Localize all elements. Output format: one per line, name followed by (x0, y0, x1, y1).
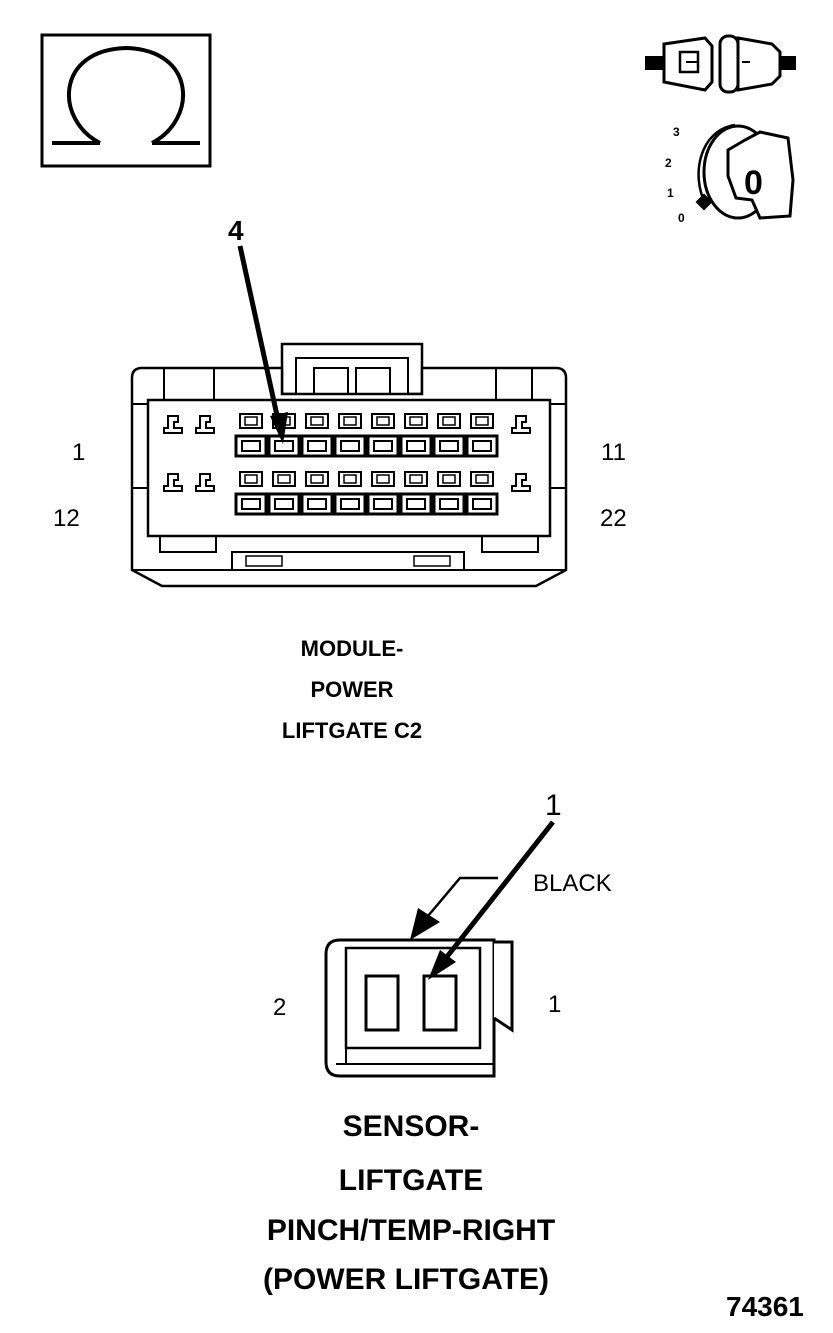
sensor-title-line-2: LIFTGATE (339, 1164, 483, 1197)
module-terminal-clip-r1-a (163, 415, 183, 434)
module-row-top-start-label: 1 (72, 439, 85, 466)
module-terminal-clip-r1-b (195, 415, 215, 434)
sensor-title-line-3: PINCH/TEMP-RIGHT (267, 1214, 555, 1247)
module-pin-cavity-r2-6 (399, 471, 433, 516)
module-callout-pin-label: 4 (228, 215, 244, 246)
ignition-key-label: 0 (744, 164, 763, 202)
sensor-pin-left-label: 2 (273, 994, 286, 1021)
sensor-pin-1-cavity (422, 974, 458, 1032)
module-pin-cavity-r2-3 (300, 471, 334, 516)
module-terminal-clip-r2-b (195, 473, 215, 492)
module-row-bottom-end-label: 22 (600, 505, 627, 532)
sensor-pin-right-label: 1 (548, 991, 561, 1018)
callout-arrow-pin-4 (237, 245, 288, 444)
module-title-line-1: MODULE- (301, 636, 404, 661)
module-terminal-clip-r2-a (163, 473, 183, 492)
module-terminal-clip-r2-c (511, 473, 531, 492)
module-row-bottom-start-label: 12 (53, 505, 80, 532)
module-title-line-2: POWER (310, 677, 393, 702)
sensor-pin-2-cavity (364, 974, 400, 1032)
module-pin-cavity-r1-5 (366, 413, 400, 458)
module-terminal-clip-r1-c (511, 415, 531, 434)
callout-arrow-color (410, 876, 498, 940)
module-pin-cavity-r2-2 (267, 471, 301, 516)
module-pin-cavity-r2-1 (234, 471, 268, 516)
module-pin-cavity-r2-7 (432, 471, 466, 516)
module-title-line-3: LIFTGATE C2 (282, 718, 422, 743)
module-pin-cavity-r1-3 (300, 413, 334, 458)
sensor-color-label: BLACK (533, 870, 612, 897)
sensor-title-line-4: (POWER LIFTGATE) (263, 1263, 549, 1296)
module-pin-cavities (163, 413, 531, 516)
module-pin-cavity-r1-8 (465, 413, 499, 458)
module-connector (130, 342, 568, 588)
ignition-position-1: 1 (667, 186, 674, 200)
module-pin-cavity-r2-4 (333, 471, 367, 516)
callout-arrow-pin-1 (428, 820, 555, 980)
sensor-title-line-1: SENSOR- (343, 1110, 480, 1143)
ignition-key-icon: 3 2 1 0 0 (665, 123, 795, 225)
figure-number: 74361 (726, 1291, 804, 1322)
sensor-connector (324, 938, 514, 1078)
module-pin-cavity-r1-1 (234, 413, 268, 458)
ignition-position-2: 2 (665, 156, 672, 170)
module-row-top-end-label: 11 (601, 439, 626, 466)
module-pin-cavity-r1-4 (333, 413, 367, 458)
module-pin-cavity-r2-5 (366, 471, 400, 516)
module-pin-cavity-r1-6 (399, 413, 433, 458)
module-pin-cavity-r2-8 (465, 471, 499, 516)
disconnected-connector-icon (645, 34, 796, 94)
module-pin-cavity-r1-7 (432, 413, 466, 458)
sensor-callout-pin-label: 1 (545, 789, 562, 822)
ignition-position-3: 3 (673, 125, 680, 139)
ohmmeter-icon (40, 33, 212, 168)
ignition-position-0: 0 (678, 211, 685, 225)
